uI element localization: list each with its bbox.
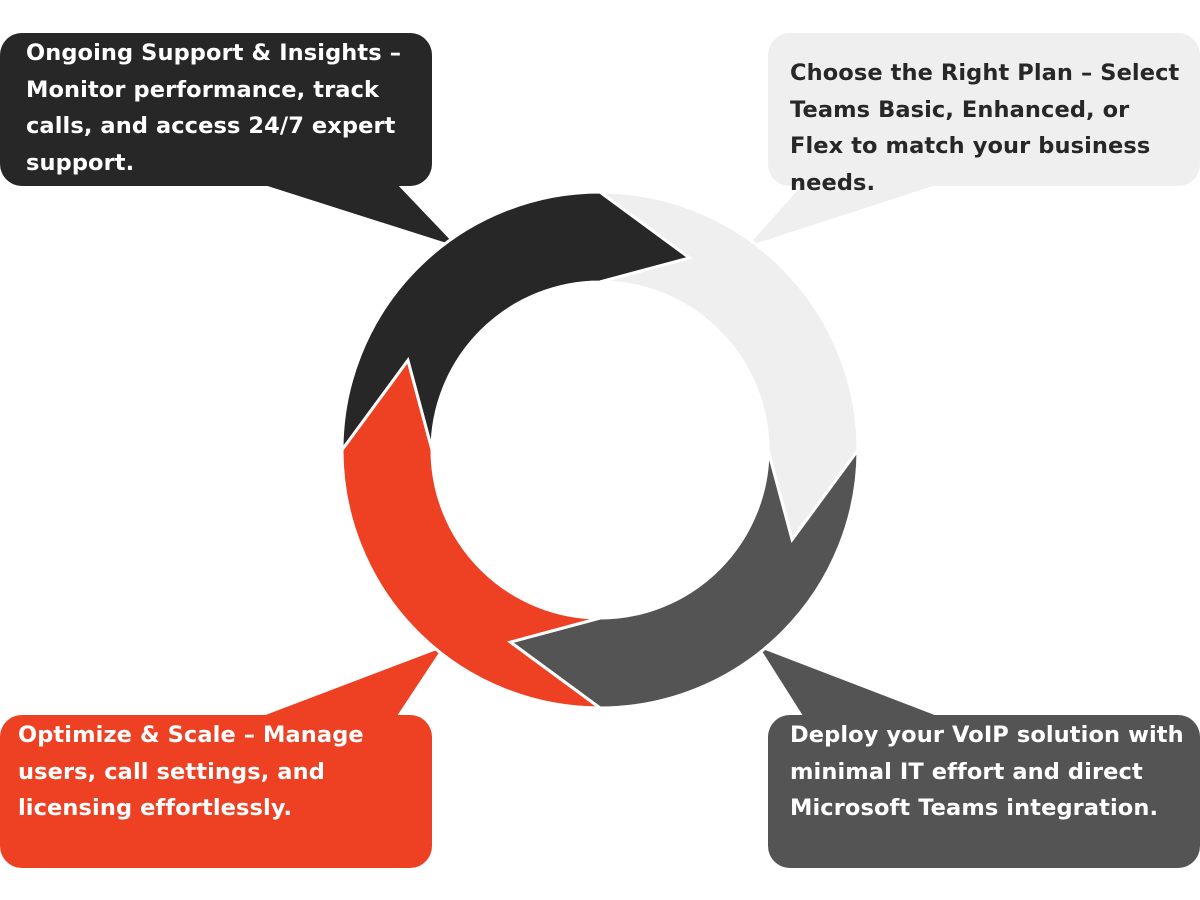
callout-text: Optimize & Scale – Manage users, call se… — [18, 722, 364, 821]
callout-optimize-scale: Optimize & Scale – Manage users, call se… — [0, 715, 432, 868]
callout-choose-plan: Choose the Right Plan – Select Teams Bas… — [768, 33, 1200, 196]
callout-deploy: Deploy your VoIP solution with minimal I… — [768, 715, 1200, 868]
callout-pointer — [255, 182, 456, 246]
callout-pointer — [255, 648, 442, 719]
callout-support-insights: Ongoing Support & Insights – Monitor per… — [0, 33, 432, 186]
callout-text: Choose the Right Plan – Select Teams Bas… — [790, 60, 1180, 196]
cycle-segment-optimize — [340, 356, 605, 710]
callout-text: Ongoing Support & Insights – Monitor per… — [26, 40, 402, 176]
callout-text: Deploy your VoIP solution with minimal I… — [790, 722, 1184, 821]
callout-pointer — [748, 182, 945, 246]
callout-pointer — [760, 648, 945, 719]
